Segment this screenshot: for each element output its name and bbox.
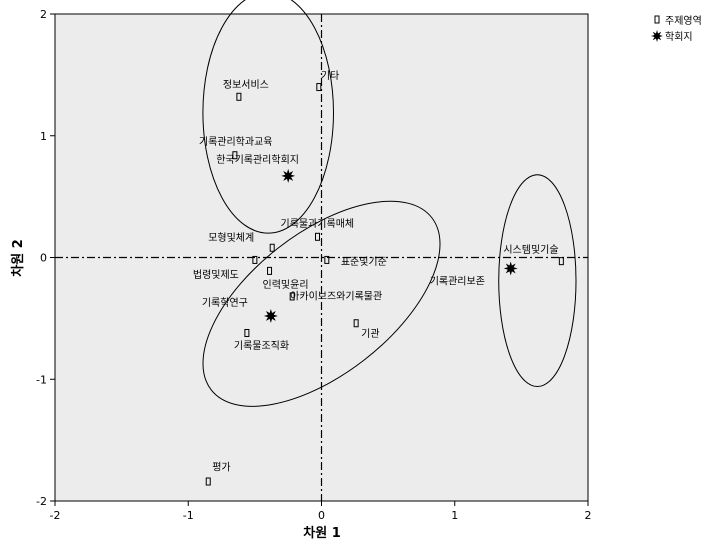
- star-shape: [651, 30, 663, 42]
- topic-point-marker: [558, 257, 564, 266]
- reference-lines: [55, 14, 588, 501]
- data-points: [205, 83, 564, 486]
- star-marker-icon: [651, 30, 663, 42]
- axis-ticks: -2 -1 0 1 2 -2 -1 0 1 2: [36, 8, 591, 522]
- x-tick-label: 2: [585, 509, 592, 522]
- cluster-ellipse-1: [202, 0, 334, 234]
- legend-item-topic-area: 주제영역: [654, 15, 702, 27]
- point-label: 표준및기준: [341, 256, 387, 268]
- topic-point-marker: [205, 477, 211, 486]
- x-tick-label: 1: [451, 509, 458, 522]
- topic-point-marker: [353, 319, 359, 328]
- journal-point-marker: [281, 168, 296, 183]
- y-tick-label: -2: [36, 495, 47, 508]
- topic-point-marker: [269, 243, 275, 252]
- point-label: 기록관리보존: [430, 275, 485, 287]
- legend-label: 학회지: [665, 31, 693, 43]
- x-tick-label: -1: [183, 509, 194, 522]
- point-label: 기록관리학과교육: [199, 136, 273, 148]
- cluster-ellipse-2: [202, 200, 441, 407]
- point-label: 한국기록관리학회지: [216, 154, 299, 166]
- cluster-ellipse-3: [498, 174, 577, 388]
- point-label: 법령및제도: [193, 269, 239, 281]
- legend-item-journal: 학회지: [651, 30, 693, 43]
- topic-point-marker: [244, 328, 250, 337]
- topic-point-marker: [232, 151, 238, 160]
- topic-point-marker: [324, 255, 330, 264]
- topic-point-marker: [316, 83, 322, 92]
- point-label: 정보서비스: [223, 79, 269, 91]
- point-label: 아카이브즈와기록물관: [290, 290, 382, 302]
- legend: 주제영역 학회지: [651, 15, 702, 43]
- topic-point-marker: [315, 232, 321, 241]
- point-label: 시스템및기술: [503, 244, 558, 256]
- x-axis-title: 차원 1: [303, 525, 341, 541]
- point-label: 모형및체계: [208, 232, 254, 244]
- point-label: 기타: [321, 70, 339, 82]
- point-label: 인력및윤리: [263, 279, 309, 291]
- point-labels: 기타정보서비스기록관리학과교육기록물과기록매체모형및체계표준및기준법령및제도인력…: [193, 70, 559, 473]
- point-label: 기록학연구: [202, 297, 248, 309]
- y-tick-label: 1: [40, 130, 47, 143]
- y-tick-label: 2: [40, 8, 47, 21]
- topic-point-marker: [289, 292, 295, 301]
- x-tick-label: -2: [50, 509, 61, 522]
- square-marker-icon: [654, 15, 660, 24]
- point-label: 기관: [361, 328, 379, 340]
- journal-point-marker: [503, 261, 518, 276]
- y-tick-label: -1: [36, 373, 47, 386]
- journal-point-marker: [263, 308, 278, 323]
- x-tick-label: 0: [318, 509, 325, 522]
- topic-point-marker: [267, 266, 273, 275]
- cluster-ellipses: [202, 0, 577, 407]
- topic-point-marker: [252, 255, 258, 264]
- y-tick-label: 0: [40, 252, 47, 265]
- point-label: 기록물과기록매체: [281, 218, 355, 230]
- topic-point-marker: [236, 92, 242, 101]
- y-axis-title: 차원 2: [10, 239, 26, 277]
- point-label: 기록물조직화: [234, 340, 289, 352]
- legend-label: 주제영역: [665, 15, 702, 27]
- point-label: 평가: [212, 462, 230, 474]
